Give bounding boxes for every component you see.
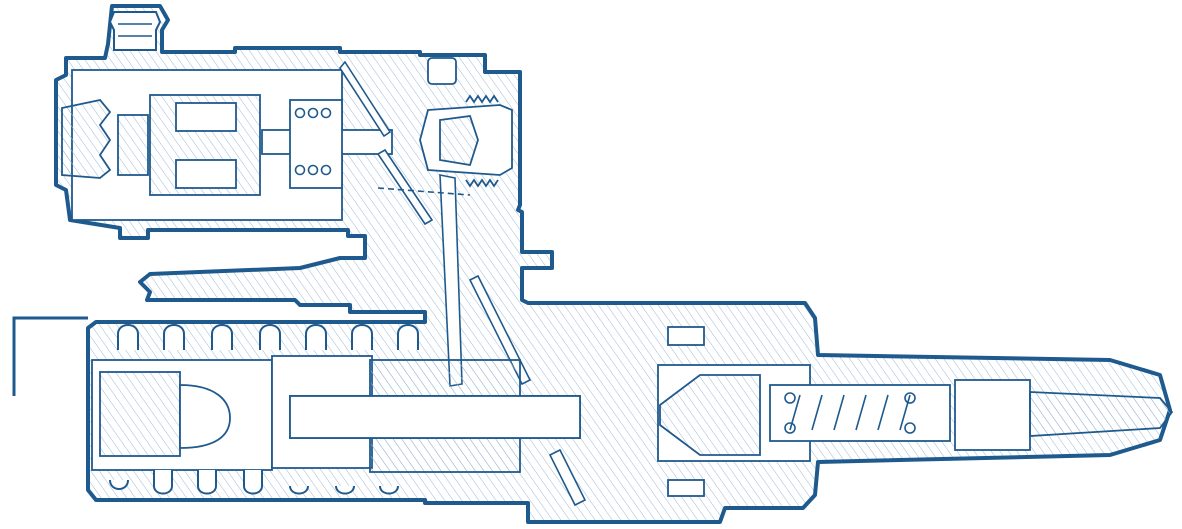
armature-slot-lower [175, 159, 237, 189]
plunger-assembly [91, 355, 581, 473]
nozzle-spring [784, 392, 916, 434]
tappet [99, 371, 181, 457]
nozzle-tip [1029, 391, 1174, 437]
lower-seal [667, 479, 705, 497]
nozzle-spring-housing [769, 384, 951, 442]
electrical-connector [61, 99, 112, 179]
top-notch [427, 57, 457, 85]
plunger-return-spring [109, 324, 419, 495]
tappet-ball [179, 384, 231, 449]
valve-spring [294, 107, 332, 176]
fuel-passages [339, 60, 587, 507]
solenoid-valve-assembly [61, 69, 393, 221]
connector-pin-block [117, 114, 149, 176]
mounting-bracket [12, 316, 88, 396]
top-fitting [108, 11, 162, 51]
armature-slot-upper [175, 102, 237, 132]
plunger-rod-front [289, 395, 581, 439]
check-valve-port [419, 57, 513, 188]
thread-lower [465, 178, 499, 188]
upper-seal [667, 326, 705, 346]
needle-taper [659, 374, 761, 456]
nozzle-tip-holder [954, 379, 1031, 451]
thread-upper [465, 94, 499, 104]
nozzle-assembly [657, 326, 1174, 497]
